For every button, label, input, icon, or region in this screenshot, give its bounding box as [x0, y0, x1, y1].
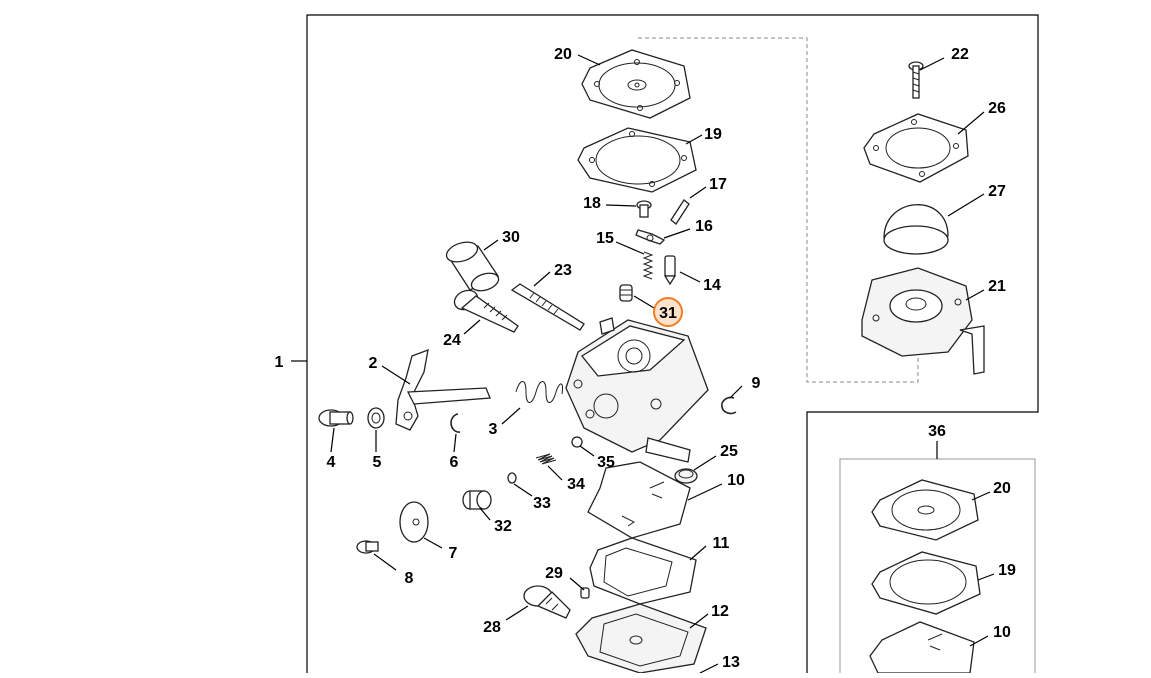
part-29-plug	[580, 587, 590, 599]
part-32-sleeve	[462, 490, 492, 510]
label-28: 28	[483, 619, 501, 636]
part-16-lever	[635, 229, 666, 245]
label-14: 14	[703, 277, 721, 294]
part-28-screw	[523, 585, 571, 619]
part-20-diaphragm	[581, 49, 691, 119]
label-4: 4	[327, 454, 336, 471]
part-31-valve-seat	[619, 284, 633, 302]
label-21: 21	[988, 278, 1006, 295]
label-15: 15	[596, 230, 614, 247]
label-7: 7	[449, 545, 458, 562]
part-4-bushing	[318, 409, 354, 427]
part-21-pump-housing	[861, 267, 985, 375]
kit-label-10: 10	[993, 624, 1011, 641]
part-10-gasket	[587, 461, 691, 539]
leader-lines	[330, 54, 995, 674]
label-17: 17	[709, 176, 727, 193]
highlight-circle-31	[653, 297, 683, 327]
label-6: 6	[450, 454, 459, 471]
label-24: 24	[443, 332, 461, 349]
label-9: 9	[752, 375, 761, 392]
label-13: 13	[722, 654, 740, 671]
part-24-adjusting-screw	[453, 289, 519, 333]
label-33: 33	[533, 495, 551, 512]
label-20: 20	[554, 46, 572, 63]
part-25-screen	[674, 468, 698, 484]
part-15-spring	[642, 251, 654, 280]
part-3-spring	[515, 381, 563, 403]
label-31: 31	[659, 305, 677, 322]
carburetor-body	[565, 317, 709, 463]
part-6-clip	[450, 413, 461, 433]
part-26-gasket	[863, 113, 969, 183]
label-12: 12	[711, 603, 729, 620]
label-10: 10	[727, 472, 745, 489]
part-19-gasket	[577, 127, 697, 193]
label-19: 19	[704, 126, 722, 143]
part-17-pin	[670, 199, 690, 225]
kit-label-19: 19	[998, 562, 1016, 579]
label-2: 2	[369, 355, 378, 372]
callout-labels: 1 2 3 4 5 6 7 8 9 10 11 12 13 14 15 16 1…	[275, 46, 1016, 671]
part-8-screw	[356, 540, 379, 554]
label-23: 23	[554, 262, 572, 279]
label-35: 35	[597, 454, 615, 471]
label-1: 1	[275, 354, 284, 371]
label-8: 8	[405, 570, 414, 587]
part-23-adjusting-screw	[510, 283, 585, 331]
kit-label-20: 20	[993, 480, 1011, 497]
kit-part-19-gasket	[871, 551, 981, 615]
label-25: 25	[720, 443, 738, 460]
part-9-clip	[721, 396, 737, 415]
part-18-screw	[636, 200, 652, 218]
label-22: 22	[951, 46, 969, 63]
part-11-diaphragm	[589, 537, 697, 605]
part-5-washer	[367, 407, 385, 429]
label-36: 36	[928, 423, 946, 440]
part-27-primer-bulb	[883, 204, 949, 255]
kit-part-20-diaphragm	[871, 479, 979, 541]
kit-frame	[839, 441, 1036, 673]
label-5: 5	[373, 454, 382, 471]
part-30-nozzle	[445, 241, 500, 292]
label-3: 3	[489, 421, 498, 438]
label-27: 27	[988, 183, 1006, 200]
kit-part-10-gasket	[869, 621, 975, 674]
part-7-pump-disc	[399, 501, 429, 543]
part-35-o-ring	[571, 436, 583, 448]
label-29: 29	[545, 565, 563, 582]
label-32: 32	[494, 518, 512, 535]
label-11: 11	[713, 535, 730, 552]
part-34-spring	[535, 453, 557, 465]
label-34: 34	[567, 476, 585, 493]
part-12-cover	[575, 603, 707, 674]
part-33-ball	[507, 472, 517, 484]
label-16: 16	[695, 218, 713, 235]
part-14-needle	[663, 255, 677, 286]
part-22-screw	[908, 61, 924, 99]
label-30: 30	[502, 229, 520, 246]
assembly-frame	[291, 14, 1039, 673]
part-2-throttle-shaft	[395, 348, 491, 431]
label-26: 26	[988, 100, 1006, 117]
label-18: 18	[583, 195, 601, 212]
